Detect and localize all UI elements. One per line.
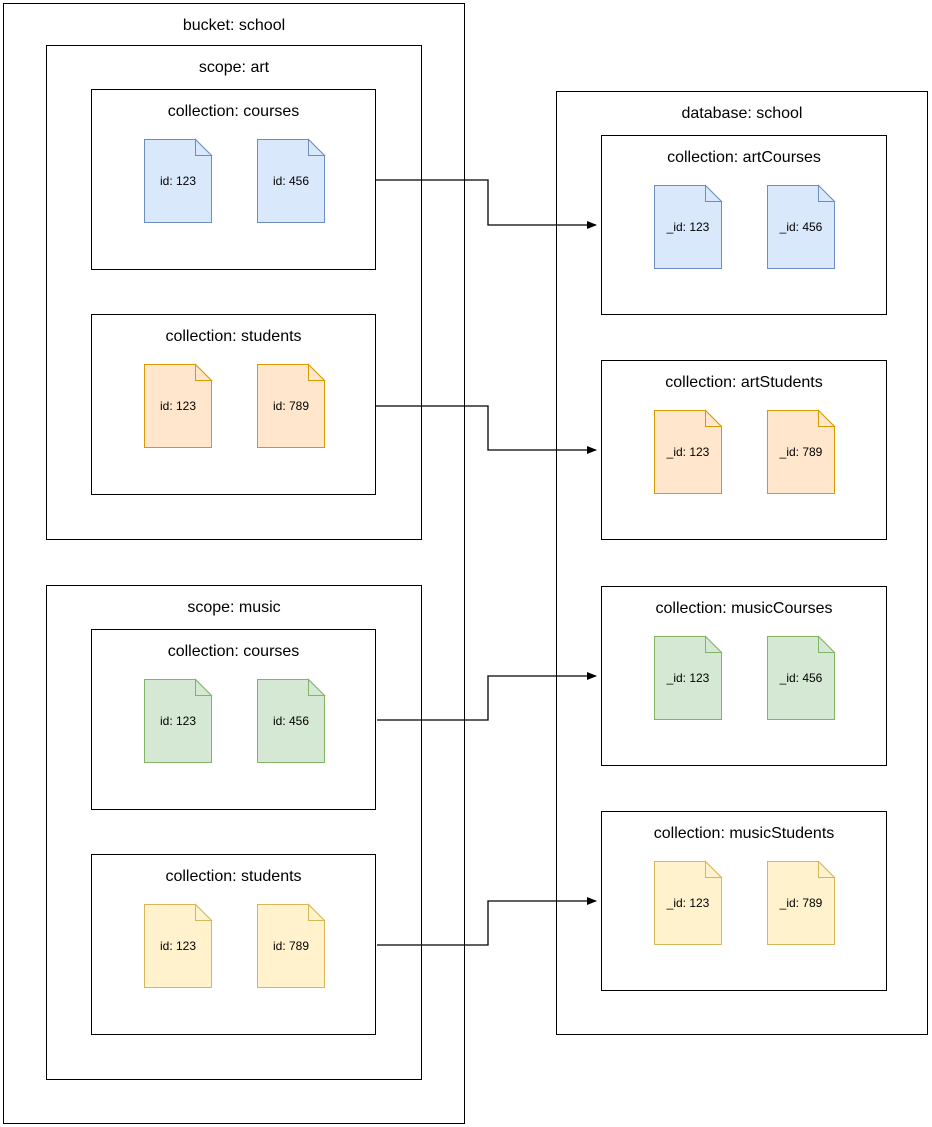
document-icon [144, 678, 213, 763]
doc-label: _id: 123 [666, 671, 710, 685]
doc-music-students-789: id: 789 [257, 903, 326, 988]
collection-musiccourses-label: collection: musicCourses [655, 600, 833, 617]
doc-label: _id: 789 [779, 445, 823, 459]
doc-art-courses-456: id: 456 [257, 138, 326, 223]
document-icon [144, 138, 213, 223]
collection-musicstudents-box: collection: musicStudents _id: 123 _id: … [601, 811, 887, 991]
doc-label: id: 789 [272, 939, 310, 953]
collection-art-courses-label: collection: courses [167, 103, 300, 120]
scope-art-label: scope: art [198, 59, 270, 76]
collection-artstudents-box: collection: artStudents _id: 123 _id: 78… [601, 360, 887, 540]
doc-label: _id: 789 [779, 896, 823, 910]
doc-label: id: 456 [272, 174, 310, 188]
doc-musiccourses-123: _id: 123 [654, 635, 723, 720]
document-icon [767, 409, 836, 494]
doc-label: id: 123 [159, 714, 197, 728]
document-icon [654, 184, 723, 269]
document-icon [654, 635, 723, 720]
collection-artcourses-label: collection: artCourses [667, 149, 821, 166]
doc-label: _id: 123 [666, 896, 710, 910]
doc-musicstudents-123: _id: 123 [654, 860, 723, 945]
doc-artcourses-123: _id: 123 [654, 184, 723, 269]
collection-art-students-box: collection: students id: 123 id: 789 [91, 314, 376, 495]
doc-label: _id: 456 [779, 671, 823, 685]
collection-musiccourses-box: collection: musicCourses _id: 123 _id: 4… [601, 586, 887, 766]
collection-music-courses-label: collection: courses [167, 643, 300, 660]
doc-label: id: 123 [159, 174, 197, 188]
document-icon [257, 903, 326, 988]
document-icon [767, 635, 836, 720]
collection-art-students-label: collection: students [165, 328, 302, 345]
doc-musiccourses-456: _id: 456 [767, 635, 836, 720]
doc-label: _id: 456 [779, 220, 823, 234]
doc-art-courses-123: id: 123 [144, 138, 213, 223]
collection-artstudents-label: collection: artStudents [665, 374, 823, 391]
doc-label: id: 456 [272, 714, 310, 728]
document-icon [257, 363, 326, 448]
doc-musicstudents-789: _id: 789 [767, 860, 836, 945]
doc-music-students-123: id: 123 [144, 903, 213, 988]
doc-label: id: 123 [159, 939, 197, 953]
document-icon [257, 138, 326, 223]
doc-art-students-123: id: 123 [144, 363, 213, 448]
document-icon [257, 678, 326, 763]
collection-music-students-label: collection: students [165, 868, 302, 885]
document-icon [654, 409, 723, 494]
doc-label: _id: 123 [666, 220, 710, 234]
document-icon [654, 860, 723, 945]
doc-label: id: 789 [272, 399, 310, 413]
document-icon [144, 363, 213, 448]
doc-label: _id: 123 [666, 445, 710, 459]
doc-music-courses-123: id: 123 [144, 678, 213, 763]
collection-art-courses-box: collection: courses id: 123 id: 456 [91, 89, 376, 270]
doc-label: id: 123 [159, 399, 197, 413]
document-icon [767, 860, 836, 945]
doc-artcourses-456: _id: 456 [767, 184, 836, 269]
scope-music-label: scope: music [187, 599, 281, 616]
doc-music-courses-456: id: 456 [257, 678, 326, 763]
collection-musicstudents-label: collection: musicStudents [653, 825, 835, 842]
doc-artstudents-789: _id: 789 [767, 409, 836, 494]
doc-artstudents-123: _id: 123 [654, 409, 723, 494]
document-icon [144, 903, 213, 988]
database-label: database: school [681, 105, 803, 122]
collection-music-students-box: collection: students id: 123 id: 789 [91, 854, 376, 1035]
doc-art-students-789: id: 789 [257, 363, 326, 448]
bucket-label: bucket: school [182, 17, 286, 34]
collection-music-courses-box: collection: courses id: 123 id: 456 [91, 629, 376, 810]
document-icon [767, 184, 836, 269]
collection-artcourses-box: collection: artCourses _id: 123 _id: 456 [601, 135, 887, 315]
